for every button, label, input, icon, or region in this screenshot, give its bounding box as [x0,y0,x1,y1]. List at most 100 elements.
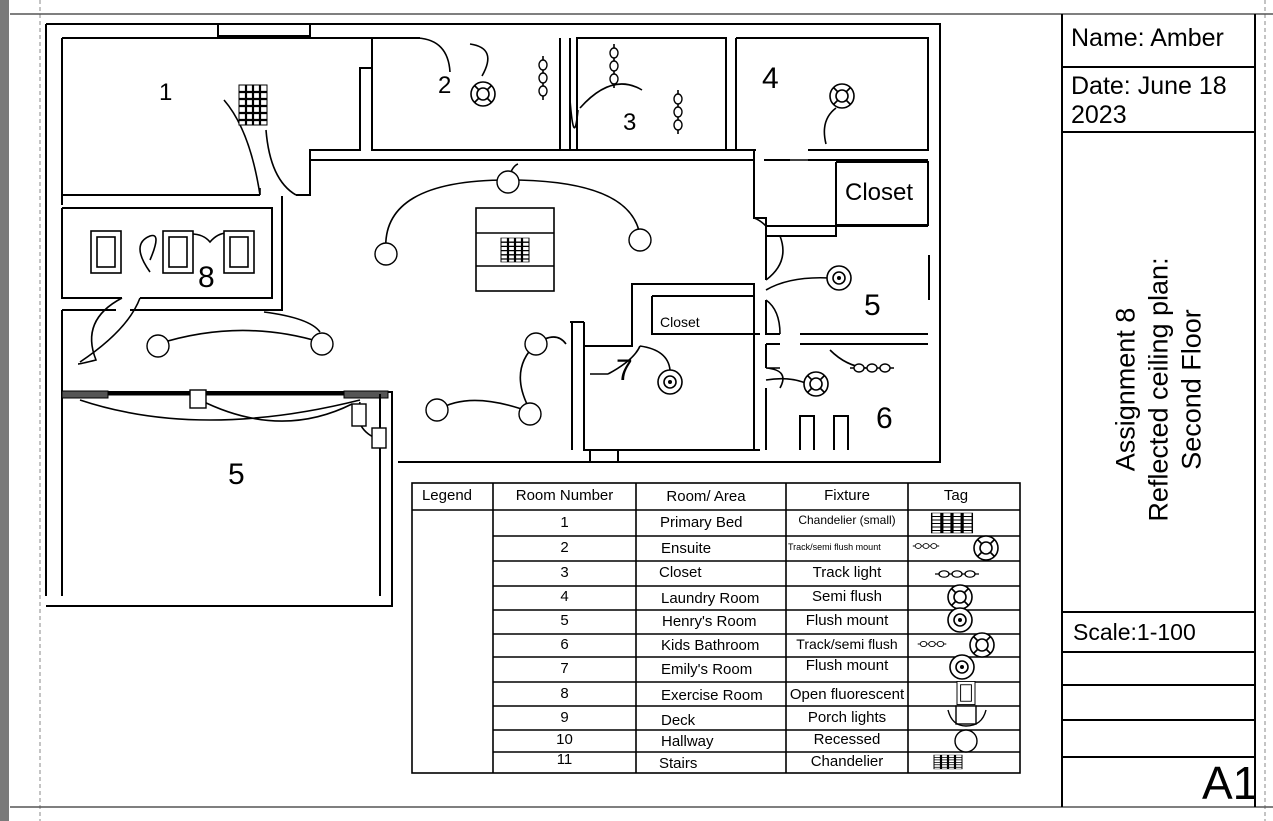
legend-fixture: Track/semi flush mount [788,542,881,552]
semi-flush-icon [470,81,496,107]
date-field: Date: June 18 2023 [1071,72,1227,129]
recessed-icon [425,398,449,422]
recessed-icon [954,729,978,753]
legend-header: Room Number [515,487,614,504]
room-label: 6 [876,402,893,435]
track-light-icon [849,363,895,373]
legend-room-name: Laundry Room [661,590,760,607]
window-edge [0,0,9,821]
recessed-icon [524,332,548,356]
legend-room-number: 8 [560,685,569,702]
floor-plan-walls [45,23,941,607]
plan-fixtures [90,43,895,449]
legend-room-number: 5 [560,612,569,629]
legend-room-name: Stairs [659,755,698,772]
legend-fixture: Flush mount [805,657,889,674]
legend-fixture: Porch lights [807,709,887,726]
legend-room-name: Primary Bed [660,514,743,531]
flush-mount-icon [657,369,683,395]
sheet-number: A1 [1202,757,1259,809]
chandelier-icon [932,753,964,771]
recessed-icon [496,170,520,194]
flush-mount-icon [826,265,852,291]
legend-fixture: Chandelier (small) [798,513,896,527]
semi-flush-icon [969,632,995,658]
legend-room-name: Henry's Room [662,613,757,630]
semi-flush-icon [947,584,973,610]
legend-fixture: Recessed [813,731,881,748]
legend-header: Fixture [824,487,870,504]
legend-fixture: Flush mount [805,612,889,629]
fluorescent-icon [90,230,122,274]
fluorescent-icon [956,680,976,706]
legend-room-number: 2 [560,539,569,556]
assignment-line: Assignment 8 [1110,307,1141,472]
porch-light-icon [189,389,387,449]
assignment-title: Assignment 8 Reflected ceiling plan: Sec… [1110,235,1209,545]
legend-room-number: 7 [560,660,569,677]
legend-fixture: Chandelier [810,753,884,770]
room-label: Closet [660,314,700,330]
semi-flush-icon [973,535,999,561]
room-label: 4 [762,62,779,95]
flush-mount-icon [949,654,975,680]
legend-header: Legend [421,487,473,504]
room-label: 2 [438,72,452,99]
legend-room-name: Kids Bathroom [661,637,760,654]
room-label: 5 [864,289,881,322]
legend-room-name: Deck [661,712,696,729]
name-field: Name: Amber [1071,24,1224,52]
room-label: Closet [845,179,914,206]
wiring [79,43,867,441]
deck-rail [61,390,389,596]
legend-fixture: Track/semi flush [796,636,898,652]
room-label: 5 [228,458,245,491]
legend-tags [912,511,999,771]
chandelier-icon [499,236,531,264]
room-label: 7 [616,354,633,387]
track-light-icon [912,543,940,549]
legend-header: Room/ Area [666,488,746,505]
legend-room-number: 6 [560,636,569,653]
legend-room-number: 11 [556,751,573,768]
room-label: 3 [623,109,637,136]
door-swings [77,37,808,389]
legend-room-name: Closet [659,564,702,581]
recessed-icon [518,402,542,426]
legend-room-number: 4 [560,588,569,605]
track-light-icon [609,43,619,89]
legend-room-number: 9 [560,709,569,726]
track-light-icon [934,569,980,579]
legend-table-grid [411,482,1021,774]
semi-flush-icon [829,83,855,109]
legend-room-number: 3 [560,564,569,581]
legend-room-name: Ensuite [661,540,712,557]
room-label: 8 [198,261,215,294]
track-light-icon [917,640,947,648]
recessed-icon [146,334,170,358]
chandelier-small-icon [237,83,269,127]
recessed-icon [374,242,398,266]
fluorescent-icon [162,230,194,274]
assignment-line: Reflected ceiling plan: [1143,257,1174,522]
legend-room-name: Exercise Room [661,687,763,704]
semi-flush-icon [803,371,829,397]
scale-field: Scale:1-100 [1073,619,1196,645]
chandelier-small-icon [930,511,974,535]
stairs [475,207,555,292]
assignment-line: Second Floor [1176,309,1207,470]
recessed-icon [310,332,334,356]
legend-fixture: Open fluorescent [789,686,905,703]
title-block-frame [1062,14,1256,807]
legend-room-number: 1 [560,514,569,531]
room-label: 1 [159,79,173,106]
porch-light-icon [947,705,987,727]
track-light-icon [538,55,548,101]
fluorescent-icon [223,230,255,274]
legend-fixture: Semi flush [811,588,883,605]
legend-header: Tag [943,487,969,504]
legend-room-name: Hallway [661,733,714,750]
legend-room-name: Emily's Room [661,661,753,678]
track-light-icon [673,89,683,135]
